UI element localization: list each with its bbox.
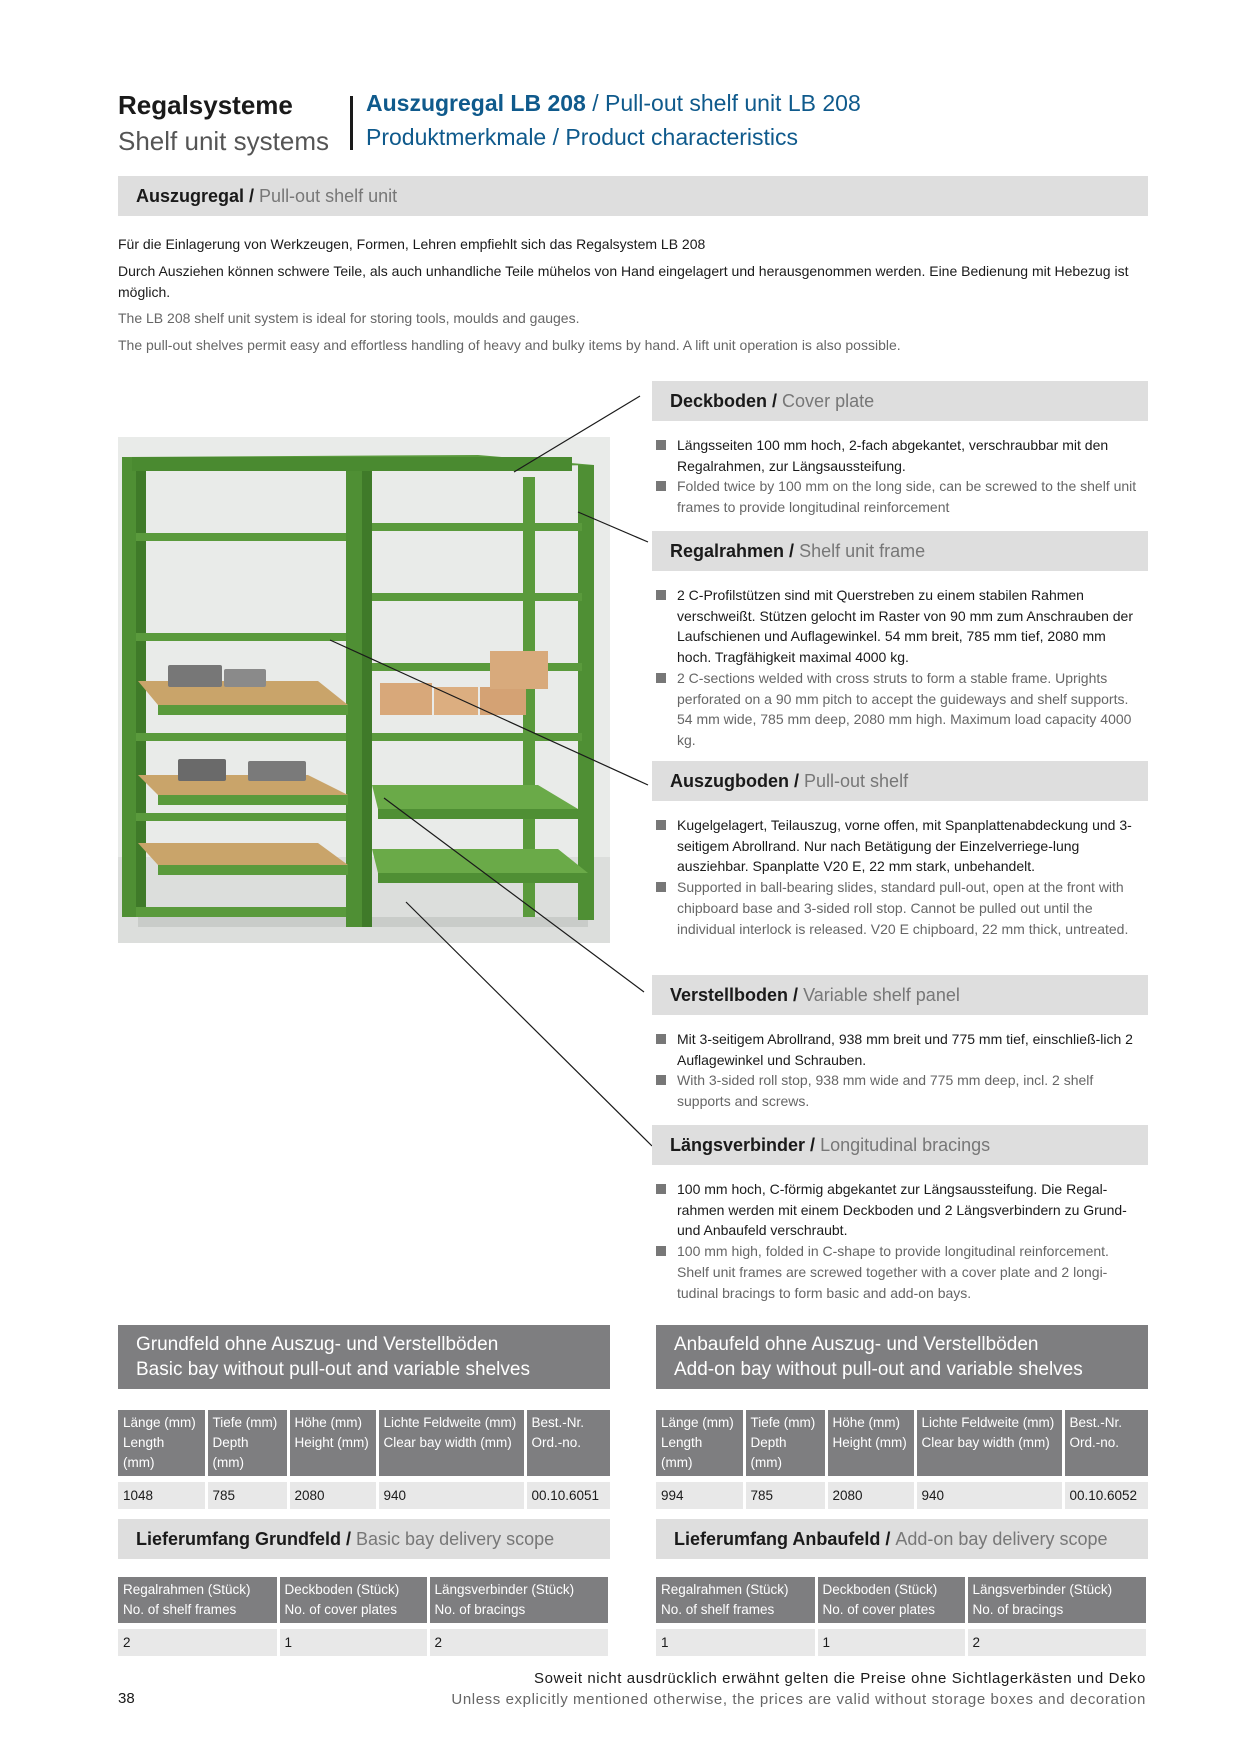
table-cell: 2 [428,1623,608,1656]
table-cell: 940 [915,1476,1065,1509]
basic-bay-scope-bar: Lieferumfang Grundfeld / Basic bay deliv… [118,1519,610,1559]
list-item: 2 C-Profilstützen sind mit Querstreben z… [652,585,1142,668]
shelf-unit-illustration [118,437,610,943]
header-divider [350,96,353,150]
shelf-frame-bullets: 2 C-Profilstützen sind mit Querstreben z… [652,585,1142,751]
table-cell: 1 [656,1623,818,1656]
leader-line-variable-shelf [383,797,645,993]
addon-bay-scope-bar: Lieferumfang Anbaufeld / Add-on bay deli… [656,1519,1148,1559]
list-item: Folded twice by 100 mm on the long side,… [652,476,1142,517]
list-item: 2 C-sections welded with cross struts to… [652,668,1142,751]
basic-bay-table: Länge (mm)Length (mm) Tiefe (mm)Depth (m… [118,1410,610,1509]
section-shelf-frame: Regalrahmen / Shelf unit frame [652,531,1148,571]
intro-text-de-2: Durch Ausziehen können schwere Teile, al… [118,263,1129,300]
list-item: With 3-sided roll stop, 938 mm wide and … [652,1070,1142,1111]
column-header: Regalrahmen (Stück)No. of shelf frames [656,1577,818,1626]
column-header: Lichte Feldweite (mm)Clear bay width (mm… [377,1410,527,1479]
cover-plate-bullets: Längsseiten 100 mm hoch, 2-fach abgekant… [652,435,1142,518]
table-cell: 1 [816,1623,968,1656]
section-cover-plate: Deckboden / Cover plate [652,381,1148,421]
column-header: Länge (mm)Length (mm) [118,1410,208,1479]
table-cell: 2 [966,1623,1146,1656]
column-header: Länge (mm)Length (mm) [656,1410,746,1479]
leader-line-pull-out-shelf [329,639,649,786]
table-cell: 2080 [826,1476,917,1509]
variable-shelf-bullets: Mit 3-seitigem Abrollrand, 938 mm breit … [652,1029,1142,1112]
table-row: 1 1 2 [656,1623,1146,1656]
column-header: Längsverbinder (Stück)No. of bracings [428,1577,608,1626]
category-title: Regalsysteme [118,90,293,120]
intro-section-bar: Auszugregal / Pull-out shelf unit [118,176,1148,216]
basic-bay-header: Grundfeld ohne Auszug- und Verstellböden… [118,1325,610,1389]
column-header: Lichte Feldweite (mm)Clear bay width (mm… [915,1410,1065,1479]
column-header: Längsverbinder (Stück)No. of bracings [966,1577,1146,1626]
section-bracings: Längsverbinder / Longitudinal bracings [652,1125,1148,1165]
footer-note-de: Soweit nicht ausdrücklich erwähnt gelten… [533,1670,1146,1687]
category-subtitle: Shelf unit systems [118,126,329,156]
section-pull-out-shelf: Auszugboden / Pull-out shelf [652,761,1148,801]
table-row: 1048 785 2080 940 00.10.6051 [118,1476,610,1509]
leader-line-cover-plate [513,395,641,473]
footer-note-en: Unless explicitly mentioned otherwise, t… [451,1691,1146,1708]
intro-text-de-1: Für die Einlagerung von Werkzeugen, Form… [118,236,706,252]
table-cell: 1048 [118,1476,208,1509]
table-cell: 940 [377,1476,527,1509]
addon-bay-scope-table: Regalrahmen (Stück)No. of shelf frames D… [656,1577,1146,1656]
column-header: Tiefe (mm)Depth (mm) [206,1410,290,1479]
table-cell: 994 [656,1476,746,1509]
list-item: Supported in ball-bearing slides, standa… [652,877,1142,939]
leader-line-shelf-frame [577,511,649,543]
table-cell: 00.10.6052 [1063,1476,1148,1509]
product-subtitle: Produktmerkmale / Product characteristic… [366,124,799,150]
pull-out-shelf-bullets: Kugelgelagert, Teilauszug, vorne offen, … [652,815,1142,939]
intro-text-en-2: The pull-out shelves permit easy and eff… [118,337,901,353]
section-variable-shelf: Verstellboden / Variable shelf panel [652,975,1148,1015]
intro-text-en-1: The LB 208 shelf unit system is ideal fo… [118,310,580,326]
column-header: Best.-Nr.Ord.-no. [1063,1410,1148,1479]
table-row: 2 1 2 [118,1623,608,1656]
column-header: Deckboden (Stück)No. of cover plates [816,1577,968,1626]
leader-line-bracings [405,901,653,1147]
basic-bay-scope-table: Regalrahmen (Stück)No. of shelf frames D… [118,1577,608,1656]
list-item: Kugelgelagert, Teilauszug, vorne offen, … [652,815,1142,877]
bracings-bullets: 100 mm hoch, C-förmig abgekantet zur Län… [652,1179,1142,1303]
table-row: 994 785 2080 940 00.10.6052 [656,1476,1148,1509]
column-header: Tiefe (mm)Depth (mm) [744,1410,828,1479]
list-item: 100 mm high, folded in C-shape to provid… [652,1241,1142,1303]
list-item: Mit 3-seitigem Abrollrand, 938 mm breit … [652,1029,1142,1070]
product-title: Auszugregal LB 208 / Pull-out shelf unit… [366,90,861,116]
table-cell: 1 [278,1623,430,1656]
table-cell: 785 [744,1476,828,1509]
table-cell: 785 [206,1476,290,1509]
column-header: Höhe (mm)Height (mm) [288,1410,379,1479]
table-cell: 2080 [288,1476,379,1509]
column-header: Höhe (mm)Height (mm) [826,1410,917,1479]
addon-bay-table: Länge (mm)Length (mm) Tiefe (mm)Depth (m… [656,1410,1148,1509]
table-cell: 00.10.6051 [525,1476,610,1509]
addon-bay-header: Anbaufeld ohne Auszug- und Verstellböden… [656,1325,1148,1389]
page-number: 38 [118,1690,135,1707]
column-header: Regalrahmen (Stück)No. of shelf frames [118,1577,280,1626]
shelf-unit-photo [118,437,610,943]
column-header: Deckboden (Stück)No. of cover plates [278,1577,430,1626]
list-item: Längsseiten 100 mm hoch, 2-fach abgekant… [652,435,1142,476]
list-item: 100 mm hoch, C-förmig abgekantet zur Län… [652,1179,1142,1241]
table-cell: 2 [118,1623,280,1656]
column-header: Best.-Nr.Ord.-no. [525,1410,610,1479]
